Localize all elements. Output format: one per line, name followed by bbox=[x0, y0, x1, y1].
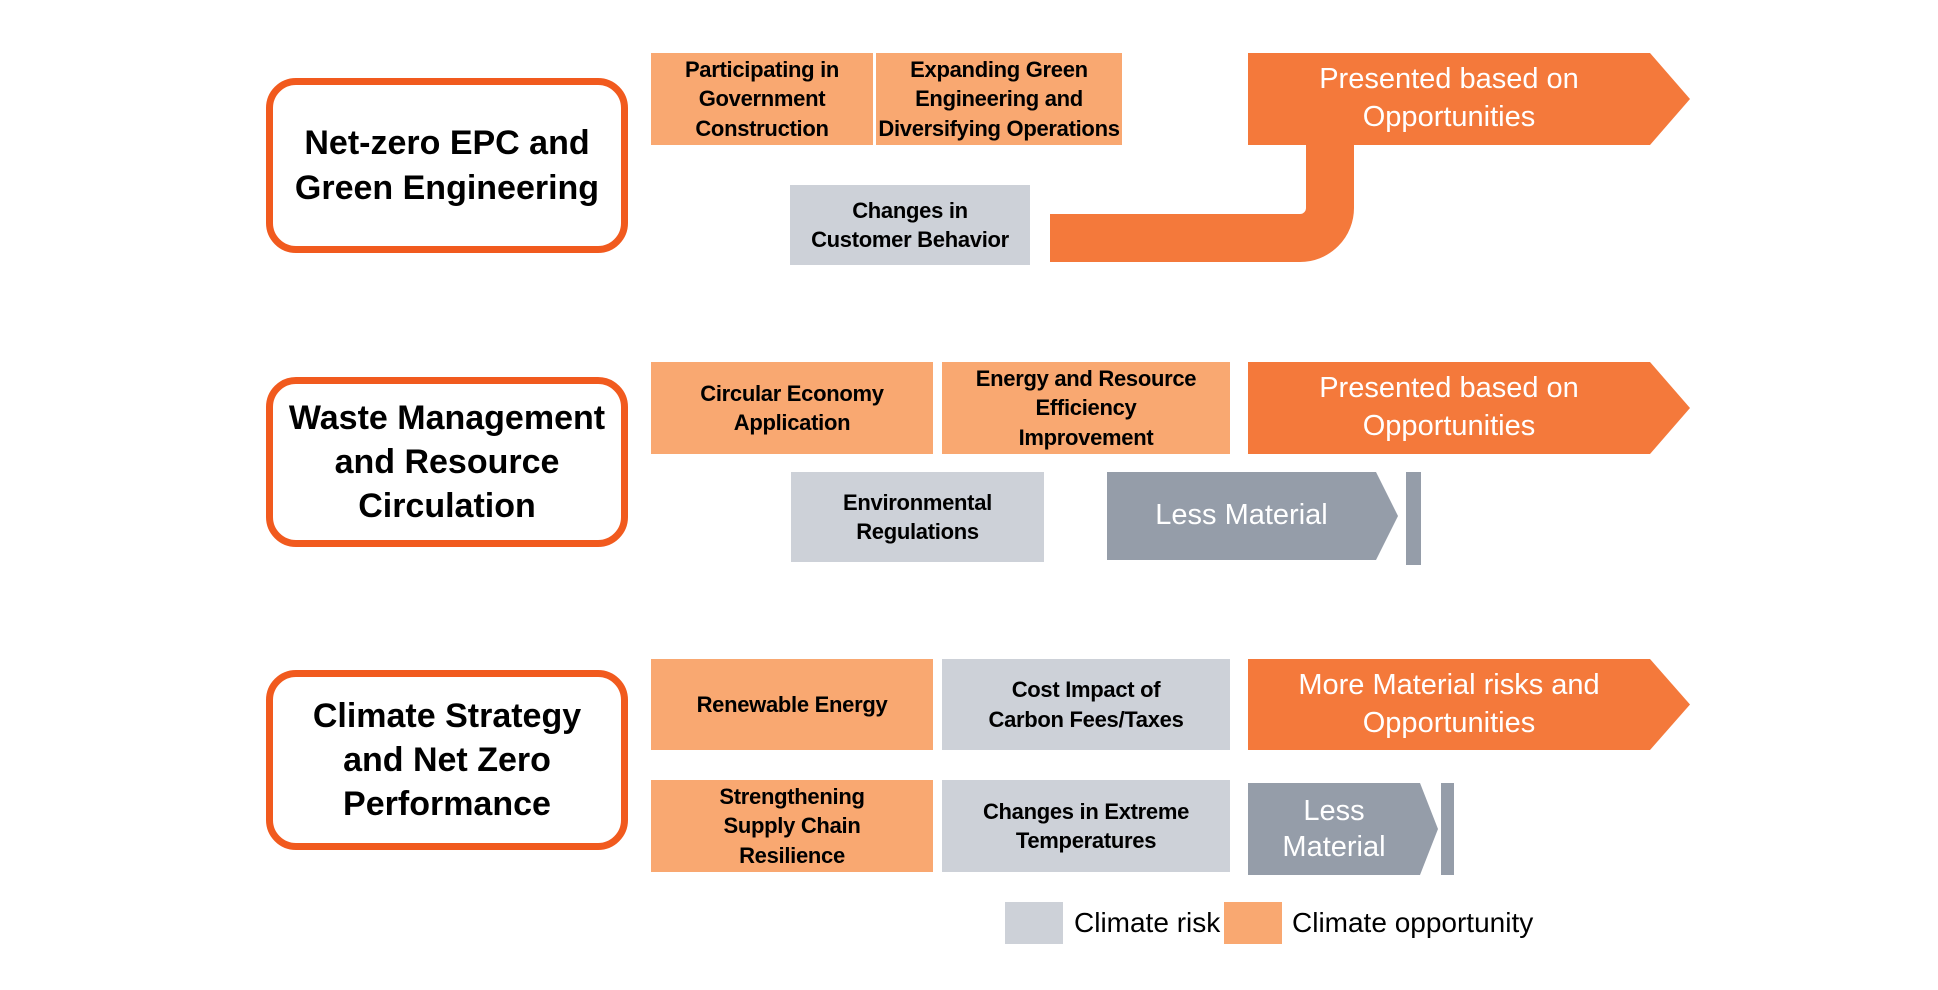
less-material-label: Less Material bbox=[1282, 794, 1386, 863]
legend-risk-swatch bbox=[1005, 902, 1063, 944]
opportunity-label: Circular Economy Application bbox=[700, 380, 884, 435]
materiality-arrow-label: Presented based on Opportunities bbox=[1319, 372, 1579, 442]
flow-connector-elbow bbox=[1050, 136, 1354, 262]
less-material-arrow-row2: Less Material bbox=[1107, 472, 1398, 560]
opportunity-box-renewable-energy: Renewable Energy bbox=[651, 659, 933, 750]
materiality-arrow-label: More Material risks and Opportunities bbox=[1298, 668, 1600, 739]
category-box-climate-strategy: Climate Strategy and Net Zero Performanc… bbox=[266, 670, 628, 850]
less-material-endbar-row3 bbox=[1441, 783, 1454, 875]
opportunity-label: Participating in Government Construction bbox=[684, 57, 840, 141]
opportunity-label: Expanding Green Engineering and Diversif… bbox=[878, 57, 1120, 141]
materiality-arrow-row1: Presented based on Opportunities bbox=[1248, 53, 1690, 145]
opportunity-box-supply-chain: Strengthening Supply Chain Resilience bbox=[651, 780, 933, 872]
risk-box-environmental-regulations: Environmental Regulations bbox=[791, 472, 1044, 562]
risk-box-customer-behavior: Changes in Customer Behavior bbox=[790, 185, 1030, 265]
category-box-net-zero-epc: Net-zero EPC and Green Engineering bbox=[266, 78, 628, 253]
materiality-arrow-row2: Presented based on Opportunities bbox=[1248, 362, 1690, 454]
opportunity-label: Renewable Energy bbox=[696, 691, 888, 717]
opportunity-box-green-engineering: Expanding Green Engineering and Diversif… bbox=[876, 53, 1122, 145]
opportunity-label: Strengthening Supply Chain Resilience bbox=[719, 784, 865, 868]
legend-risk-label: Climate risk bbox=[1074, 902, 1220, 944]
legend-risk-text: Climate risk bbox=[1074, 907, 1221, 938]
risk-label: Cost Impact of Carbon Fees/Taxes bbox=[988, 677, 1184, 732]
opportunity-box-circular-economy: Circular Economy Application bbox=[651, 362, 933, 454]
risk-box-extreme-temperatures: Changes in Extreme Temperatures bbox=[942, 780, 1230, 872]
category-box-waste-management: Waste Management and Resource Circulatio… bbox=[266, 377, 628, 547]
risk-box-carbon-fees: Cost Impact of Carbon Fees/Taxes bbox=[942, 659, 1230, 750]
opportunity-label: Energy and Resource Efficiency Improveme… bbox=[975, 366, 1197, 450]
less-material-endbar-row2 bbox=[1406, 472, 1421, 565]
less-material-arrow-row3: Less Material bbox=[1248, 783, 1438, 875]
less-material-label: Less Material bbox=[1155, 499, 1328, 532]
opportunity-box-government-construction: Participating in Government Construction bbox=[651, 53, 873, 145]
materiality-arrow-row3: More Material risks and Opportunities bbox=[1248, 659, 1690, 750]
legend-opportunity-label: Climate opportunity bbox=[1292, 902, 1533, 944]
category-label: Climate Strategy and Net Zero Performanc… bbox=[312, 696, 582, 824]
category-label: Waste Management and Resource Circulatio… bbox=[288, 398, 606, 526]
category-label: Net-zero EPC and Green Engineering bbox=[294, 124, 600, 207]
risk-label: Changes in Customer Behavior bbox=[811, 197, 1009, 252]
materiality-arrow-label: Presented based on Opportunities bbox=[1319, 63, 1579, 133]
legend-opportunity-text: Climate opportunity bbox=[1292, 907, 1534, 938]
opportunity-box-energy-efficiency: Energy and Resource Efficiency Improveme… bbox=[942, 362, 1230, 454]
risk-label: Changes in Extreme Temperatures bbox=[982, 798, 1190, 853]
risk-label: Environmental Regulations bbox=[843, 489, 992, 544]
legend-opportunity-swatch bbox=[1224, 902, 1282, 944]
